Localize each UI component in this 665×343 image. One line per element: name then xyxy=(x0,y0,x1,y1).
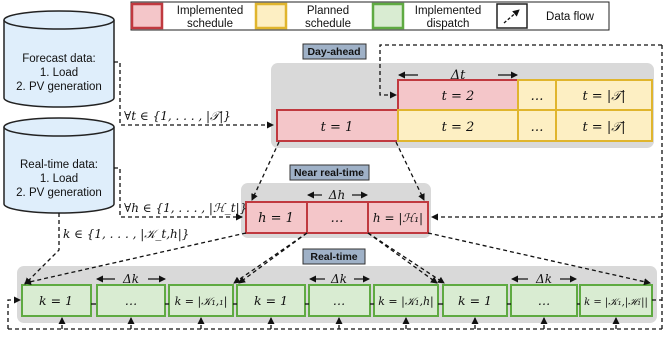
flow-nrt-to-rt-6 xyxy=(427,232,651,286)
flow-label-realtime-rt: k ∈ {1, . . . , |𝒦_t,h|} xyxy=(63,227,189,241)
day-ahead-bottom-cell-2 xyxy=(397,109,519,142)
day-ahead-bottom-text-1: t = 1 xyxy=(321,120,354,135)
day-ahead-top-text-2: … xyxy=(531,89,544,104)
day-ahead-label: Day-ahead xyxy=(307,46,360,58)
rt-g2-text-1: k = 1 xyxy=(254,293,288,308)
rt-g2-delta-label: Δk xyxy=(330,272,347,286)
legend-dispatch-swatch xyxy=(371,2,405,30)
rt-g1-text-3: k = |𝒦₁,₁| xyxy=(175,295,228,309)
legend-planned-swatch xyxy=(254,2,288,30)
near-real-time-label: Near real-time xyxy=(294,167,364,179)
day-ahead-top-text-1: t = 2 xyxy=(442,89,475,104)
forecast-db-body xyxy=(3,20,115,108)
forecast-db-top xyxy=(3,10,115,30)
near-rt-text-3: h = |ℋ₁| xyxy=(373,211,423,225)
legend-planned-line1: Planned xyxy=(307,5,349,17)
day-ahead-label-box xyxy=(302,43,367,60)
realtime-db-title: Real-time data: xyxy=(20,159,98,171)
near-rt-text-2: … xyxy=(331,211,344,226)
rt-g3-cell-1 xyxy=(442,284,508,317)
near-real-time-label-box xyxy=(289,164,370,181)
legend-planned-line2: schedule xyxy=(305,18,351,30)
data-flow-lines xyxy=(7,44,663,330)
rt-g2-cell-3 xyxy=(373,284,439,317)
rt-g2-cell-1 xyxy=(236,284,306,317)
near-rt-cell-2 xyxy=(306,201,369,234)
forecast-db-item1: 1. Load xyxy=(40,67,78,79)
forecast-db-item2: 2. PV generation xyxy=(16,81,102,93)
flow-da-to-nrt-right xyxy=(395,141,425,201)
rt-g1-text-1: k = 1 xyxy=(39,293,73,308)
day-ahead-bottom-cell-3 xyxy=(517,109,557,142)
rt-g1-text-2: … xyxy=(125,293,138,308)
legend-implemented-line2: schedule xyxy=(187,18,233,30)
day-ahead-bottom-text-2: t = 2 xyxy=(442,120,475,135)
flow-realtime-to-rt xyxy=(24,213,60,285)
legend-frame xyxy=(130,1,610,31)
rt-g3-text-3: k = |𝒦₁,|ℋ₁|| xyxy=(584,297,648,308)
day-ahead-bottom-text-3: … xyxy=(531,120,544,135)
rt-g2-text-3: k = |𝒦₁,h| xyxy=(378,295,434,309)
realtime-db-top xyxy=(3,117,115,137)
rt-g3-text-2: … xyxy=(538,293,551,308)
rt-g2-text-2: … xyxy=(333,293,346,308)
legend-implemented-line1: Implemented xyxy=(177,5,243,17)
legend-dataflow-arrow xyxy=(503,9,520,24)
flow-bus-left-up xyxy=(7,296,21,329)
day-ahead-grid: t = 2 … t = |𝒯| t = 1 t = 2 … t = |𝒯| Δt xyxy=(276,68,653,142)
real-time-label: Real-time xyxy=(310,251,357,263)
flow-da-to-nrt-left xyxy=(251,141,280,201)
day-ahead-top-cell-1 xyxy=(397,79,519,111)
flow-nrt-to-rt-1 xyxy=(24,232,247,286)
flow-realtime-to-nearrt xyxy=(114,167,243,221)
legend-dataflow-label: Data flow xyxy=(546,11,595,23)
flow-label-realtime-nrt: ∀h ∈ {1, . . . , |ℋ_t|} xyxy=(124,201,247,215)
day-ahead-top-text-3: t = |𝒯| xyxy=(582,89,625,104)
realtime-db-item1: 1. Load xyxy=(40,173,78,185)
rt-g3-cell-2 xyxy=(510,284,578,317)
day-ahead-bottom-cell-1 xyxy=(276,109,399,142)
delta-t-label: Δt xyxy=(450,68,466,83)
rt-g3-text-1: k = 1 xyxy=(458,293,492,308)
near-real-time-grid: h = 1 … h = |ℋ₁| Δh xyxy=(245,188,429,234)
rt-g3-cell-3 xyxy=(579,284,653,317)
delta-h-label: Δh xyxy=(328,188,345,202)
rt-g1-cell-1 xyxy=(21,284,92,317)
forecast-db-title: Forecast data: xyxy=(22,53,96,65)
rt-g1-delta-label: Δk xyxy=(122,272,139,286)
legend-implemented-swatch xyxy=(130,2,164,30)
rt-g1-cell-2 xyxy=(96,284,166,317)
flow-nrt-to-rt-3 xyxy=(238,232,308,284)
flow-forecast-to-dayahead xyxy=(114,61,274,129)
legend-dispatch-line1: Implemented xyxy=(415,5,481,17)
day-ahead-top-cell-3 xyxy=(555,79,653,111)
near-rt-cell-3 xyxy=(367,201,429,234)
realtime-database: Real-time data: 1. Load 2. PV generation xyxy=(3,117,115,214)
near-rt-cell-1 xyxy=(245,201,308,234)
day-ahead-bottom-cell-4 xyxy=(555,109,653,142)
rt-g3-delta-label: Δk xyxy=(535,272,552,286)
day-ahead-bottom-text-4: t = |𝒯| xyxy=(582,120,625,135)
realtime-db-item2: 2. PV generation xyxy=(16,187,102,199)
legend-dispatch-line2: dispatch xyxy=(427,18,470,30)
real-time-grid: k = 1 … k = |𝒦₁,₁| Δk k = 1 … k = |𝒦₁,h|… xyxy=(21,272,653,317)
rt-g1-cell-3 xyxy=(168,284,234,317)
near-rt-text-1: h = 1 xyxy=(258,211,294,226)
real-time-label-box xyxy=(302,248,366,265)
flow-feedback-dayahead xyxy=(379,44,662,99)
flow-label-forecast: ∀t ∈ {1, . . . , |𝒯|} xyxy=(124,109,231,123)
flow-nrt-to-rt-5 xyxy=(367,232,445,284)
forecast-database: Forecast data: 1. Load 2. PV generation xyxy=(3,10,115,108)
legend: Implemented schedule Planned schedule Im… xyxy=(130,1,610,31)
rt-g2-cell-2 xyxy=(308,284,371,317)
